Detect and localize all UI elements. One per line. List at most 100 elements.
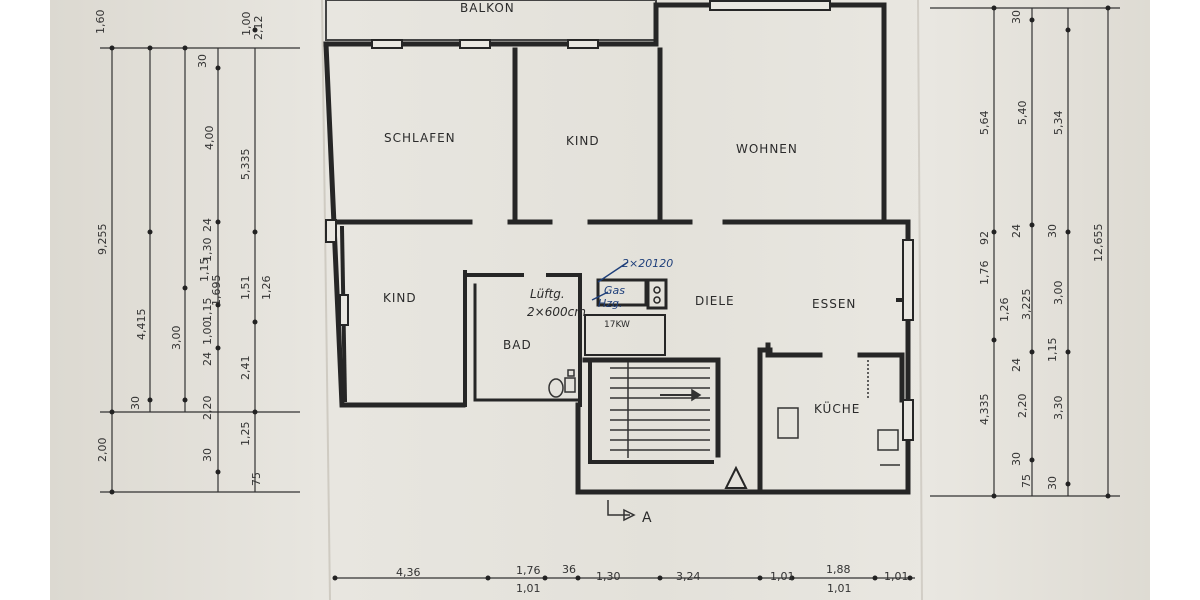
dim-right: 24 — [1010, 358, 1023, 372]
dim-right: 3,00 — [1052, 281, 1065, 306]
room-label-kind-top: KIND — [566, 134, 600, 148]
room-label-bad: BAD — [503, 338, 532, 352]
dim-right: 5,40 — [1016, 101, 1029, 126]
dim-left: 1,25 — [239, 422, 252, 447]
dim-left: 5,335 — [239, 149, 252, 181]
dimension-ticks — [109, 5, 1111, 581]
exterior-wall — [575, 402, 761, 495]
dim-left: 4,415 — [135, 309, 148, 341]
dim-left: 1,26 — [260, 276, 273, 301]
stair-wall — [588, 358, 714, 464]
note-gas: Gas — [604, 284, 625, 297]
annotation-arrows — [591, 261, 629, 301]
dim-bottom: 1,01 — [884, 570, 909, 583]
dim-left: 24 — [201, 352, 214, 366]
dim-bottom: 36 — [562, 563, 576, 576]
windows — [325, 0, 914, 441]
section-line — [607, 500, 630, 516]
dim-right: 24 — [1010, 224, 1023, 238]
room-label-essen: ESSEN — [812, 297, 856, 311]
stair-wall — [582, 357, 721, 458]
exterior-wall — [323, 2, 911, 495]
dim-left: 1,15 — [198, 258, 211, 283]
exterior-wall — [323, 41, 466, 408]
stair-treads — [610, 362, 710, 458]
room-label-kueche: KÜCHE — [814, 400, 860, 416]
utility-wall — [546, 273, 582, 407]
dim-bottom: 1,30 — [596, 570, 621, 583]
dim-bottom: 4,36 — [396, 566, 421, 579]
dim-left: 24 — [201, 218, 214, 232]
dim-left: 1,30 — [201, 238, 214, 263]
dim-right: 30 — [1046, 224, 1059, 238]
dim-right: 1,76 — [978, 261, 991, 286]
note-hzg: Hzg. — [598, 297, 623, 310]
dim-right: 1,15 — [1046, 338, 1059, 363]
paper-fold — [917, 0, 923, 600]
dim-bottom: 1,88 — [826, 563, 851, 576]
kitchen-wall — [765, 342, 823, 358]
dim-bottom: 1,01 — [516, 582, 541, 595]
kitchen-fixtures — [777, 360, 900, 466]
dim-left: 30 — [129, 396, 142, 410]
toilet — [548, 378, 564, 398]
dim-bottom: 1,01 — [770, 570, 795, 583]
dim-right: 30 — [1010, 452, 1023, 466]
section-label: A — [642, 510, 652, 526]
dim-left: 30 — [196, 54, 209, 68]
kitchen-wall — [857, 352, 905, 403]
dim-right: 3,30 — [1052, 396, 1065, 421]
dim-left: 9,255 — [96, 224, 109, 256]
dim-right: 75 — [1020, 474, 1033, 488]
utility-counter — [584, 314, 666, 356]
dim-right: 4,335 — [978, 394, 991, 426]
dim-left: 75 — [250, 472, 263, 486]
bath-fixtures — [548, 369, 576, 398]
dim-left: 2,00 — [96, 438, 109, 463]
dim-bottom: 3,24 — [676, 570, 701, 583]
dim-left: 30 — [201, 448, 214, 462]
dim-right: 1,26 — [998, 298, 1011, 323]
room-label-diele: DIELE — [695, 294, 735, 308]
dim-right: 3,225 — [1020, 289, 1033, 321]
dim-left: 2,20 — [201, 396, 214, 421]
bath-wall — [473, 283, 580, 402]
dim-bottom: 1,01 — [827, 582, 852, 595]
dim-right: 92 — [978, 231, 991, 245]
gas-heater-box — [596, 278, 648, 307]
dimension-lines — [100, 7, 1120, 579]
dim-left: 1,51 — [239, 276, 252, 301]
dim-left: 1,00 — [201, 321, 214, 346]
dim-right: 12,655 — [1092, 224, 1105, 263]
dim-right: 30 — [1046, 476, 1059, 490]
note-heater-size: 2×20120 — [622, 257, 673, 270]
dim-bottom: 1,76 — [516, 564, 541, 577]
room-label-kind-left: KIND — [383, 291, 417, 305]
dim-left: 3,00 — [170, 326, 183, 351]
paper-fold — [321, 0, 331, 600]
note-lueftg-size: 2×600cm — [527, 305, 586, 319]
section-triangle — [724, 465, 748, 489]
dim-left: 4,00 — [203, 126, 216, 151]
heater-unit — [646, 278, 668, 310]
dim-right: 30 — [1010, 10, 1023, 24]
dim-left: 1,00 — [240, 12, 253, 37]
note-lueftg: Lüftg. — [530, 287, 565, 301]
room-label-wohnen: WOHNEN — [736, 142, 798, 156]
section-arrow — [623, 508, 636, 522]
note-heater-power: 17KW — [604, 320, 630, 330]
dim-right: 5,34 — [1052, 111, 1065, 136]
room-label-schlafen: SCHLAFEN — [384, 131, 456, 145]
room-label-balkon: BALKON — [460, 1, 515, 15]
dim-left: 2,12 — [252, 16, 265, 41]
dim-left: 2,41 — [239, 356, 252, 381]
dim-right: 2,20 — [1016, 394, 1029, 419]
washbasin — [564, 377, 576, 393]
walls — [323, 0, 911, 495]
dim-left: 1,60 — [94, 10, 107, 35]
dim-left: 1,15 — [201, 298, 214, 323]
paper — [50, 0, 1150, 600]
dim-left: 1,695 — [210, 275, 223, 307]
